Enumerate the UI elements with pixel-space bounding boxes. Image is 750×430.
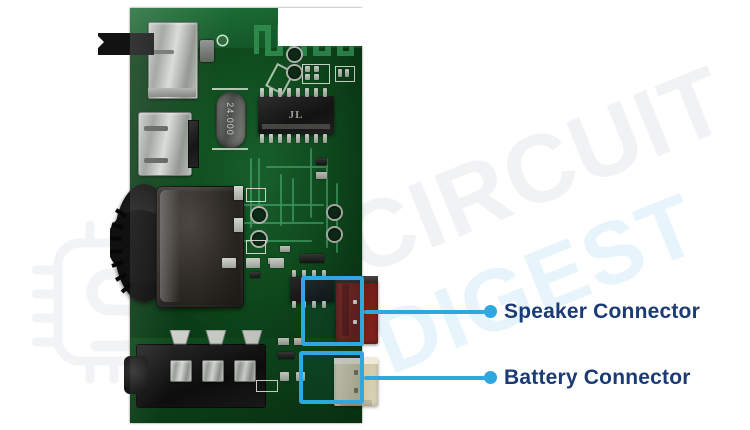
highlight-box-speaker: [301, 276, 364, 346]
leader-dot-speaker: [484, 305, 497, 318]
via: [328, 228, 341, 241]
black-tab: [98, 33, 154, 55]
watermark-digest: DIGEST: [360, 173, 713, 393]
via: [288, 48, 301, 61]
via: [252, 232, 266, 246]
micro-usb-connector: [138, 112, 192, 176]
via: [328, 206, 341, 219]
watermark-circuit: CIRCUIT: [328, 45, 743, 297]
leader-line-speaker: [364, 310, 485, 314]
leader-dot-battery: [484, 371, 497, 384]
callout-label-speaker: Speaker Connector: [504, 300, 700, 323]
usb-a-connector: [148, 22, 198, 99]
main-ic-marking: JL: [288, 109, 304, 121]
small-ic: [290, 276, 334, 302]
via: [252, 208, 266, 222]
crystal-label: 24.000: [225, 102, 235, 136]
main-ic: [258, 96, 334, 134]
crystal-marking: 24.000: [216, 92, 244, 146]
board-corner-notch: [278, 8, 396, 46]
coin-cell-holder: [156, 186, 244, 308]
via: [288, 66, 301, 79]
callout-label-battery: Battery Connector: [504, 366, 691, 389]
crystal-oscillator: [216, 92, 246, 148]
battery-connector: [334, 358, 378, 406]
leader-line-battery: [364, 376, 485, 380]
highlight-box-battery: [299, 351, 364, 404]
